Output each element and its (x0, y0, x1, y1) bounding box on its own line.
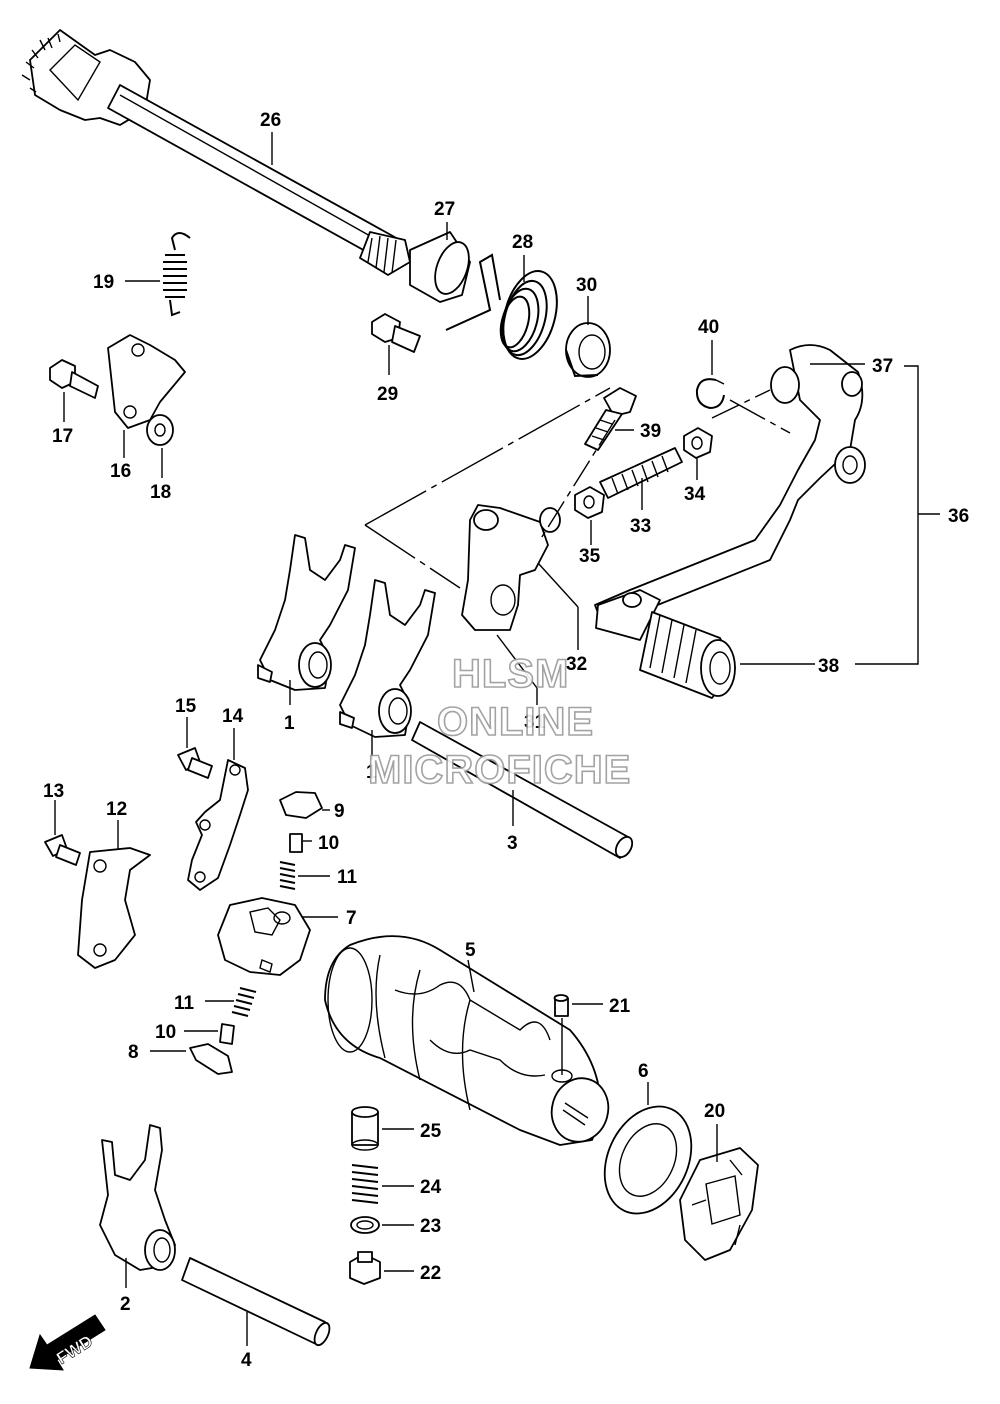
label-18: 18 (150, 482, 171, 503)
label-11b: 11 (174, 993, 195, 1014)
label-39: 39 (640, 421, 661, 442)
label-17: 17 (52, 426, 73, 447)
label-11a: 11 (337, 867, 358, 888)
link-joint (461, 504, 561, 631)
label-19: 19 (93, 272, 114, 293)
label-5: 5 (465, 940, 476, 961)
o-ring-23 (350, 1216, 380, 1234)
pin-10a (289, 833, 303, 853)
watermark-line-2: ONLINE (437, 700, 594, 744)
label-4: 4 (241, 1350, 252, 1371)
label-37: 37 (872, 356, 893, 377)
gearshift-cam (324, 935, 610, 1146)
label-3: 3 (507, 833, 518, 854)
label-10a: 10 (318, 833, 339, 854)
neutral-pin-25 (351, 1106, 379, 1151)
watermark: HLSM ONLINE MICROFICHE (367, 651, 631, 793)
shift-rod (599, 447, 683, 499)
label-6: 6 (638, 1061, 649, 1082)
cam-plate-14 (187, 759, 249, 891)
label-38: 38 (818, 656, 839, 677)
pin-10b (219, 1023, 235, 1045)
label-34: 34 (684, 484, 706, 505)
label-32: 32 (566, 654, 587, 675)
fork-shaft-4 (181, 1257, 331, 1347)
gearshift-lever (594, 344, 866, 641)
label-14: 14 (222, 706, 244, 727)
gearshift-cam-driven-gear (217, 897, 311, 976)
label-7: 7 (346, 908, 357, 929)
label-20: 20 (704, 1101, 725, 1122)
watermark-line-1: HLSM (452, 652, 569, 696)
label-25: 25 (420, 1121, 442, 1142)
label-16: 16 (110, 461, 131, 482)
label-31: 31 (524, 712, 546, 733)
bolt-22 (349, 1251, 381, 1285)
washer-18 (146, 414, 174, 446)
watermark-line-3: MICROFICHE (368, 748, 631, 792)
bearing-20 (679, 1147, 759, 1261)
stopper-plate-12 (77, 847, 151, 969)
collar (409, 231, 471, 303)
bolt-29 (371, 313, 421, 353)
label-33: 33 (630, 516, 651, 537)
shift-fork-2 (99, 1124, 176, 1271)
pawl-8 (189, 1043, 233, 1075)
label-30: 30 (576, 275, 597, 296)
spring-19 (163, 232, 191, 317)
shift-fork-1a (257, 534, 356, 691)
label-29: 29 (377, 384, 398, 405)
spring-11a (279, 861, 296, 890)
label-15: 15 (175, 696, 197, 717)
label-40: 40 (698, 317, 719, 338)
circlip (695, 378, 725, 410)
nut-35 (574, 486, 605, 519)
screw-13 (44, 834, 81, 866)
label-12: 12 (106, 799, 127, 820)
label-23: 23 (420, 1216, 441, 1237)
label-13: 13 (43, 781, 64, 802)
label-22: 22 (420, 1263, 441, 1284)
fwd-arrow-icon: FWD (29, 1314, 106, 1371)
screw-15 (177, 747, 213, 779)
label-21: 21 (609, 996, 631, 1017)
dowel-pin-21 (553, 994, 569, 1017)
shift-peg-rubber (639, 611, 736, 699)
return-spring (445, 253, 558, 360)
label-9: 9 (334, 801, 345, 822)
label-26: 26 (260, 110, 281, 131)
fork-shaft-3 (411, 721, 634, 859)
gearshift-shaft (21, 29, 411, 276)
label-1a: 1 (284, 713, 295, 734)
label-28: 28 (512, 232, 533, 253)
label-1b: 1 (366, 762, 377, 783)
alignment-lines (364, 387, 791, 589)
label-35: 35 (579, 546, 601, 567)
washer-6 (603, 1105, 693, 1215)
label-2: 2 (120, 1294, 131, 1315)
bolt-39 (584, 387, 637, 451)
stopper-plate (107, 334, 186, 429)
label-10b: 10 (155, 1022, 176, 1043)
nut-34 (683, 427, 713, 459)
oil-seal (565, 322, 611, 378)
pawl-9 (279, 791, 323, 819)
label-36: 36 (948, 506, 969, 527)
label-24: 24 (420, 1177, 442, 1198)
label-27: 27 (434, 199, 455, 220)
label-8: 8 (128, 1042, 139, 1063)
bolt-17 (49, 359, 99, 399)
spring-24 (351, 1164, 379, 1204)
shift-fork-1b (339, 579, 436, 738)
spring-11b (231, 987, 257, 1017)
